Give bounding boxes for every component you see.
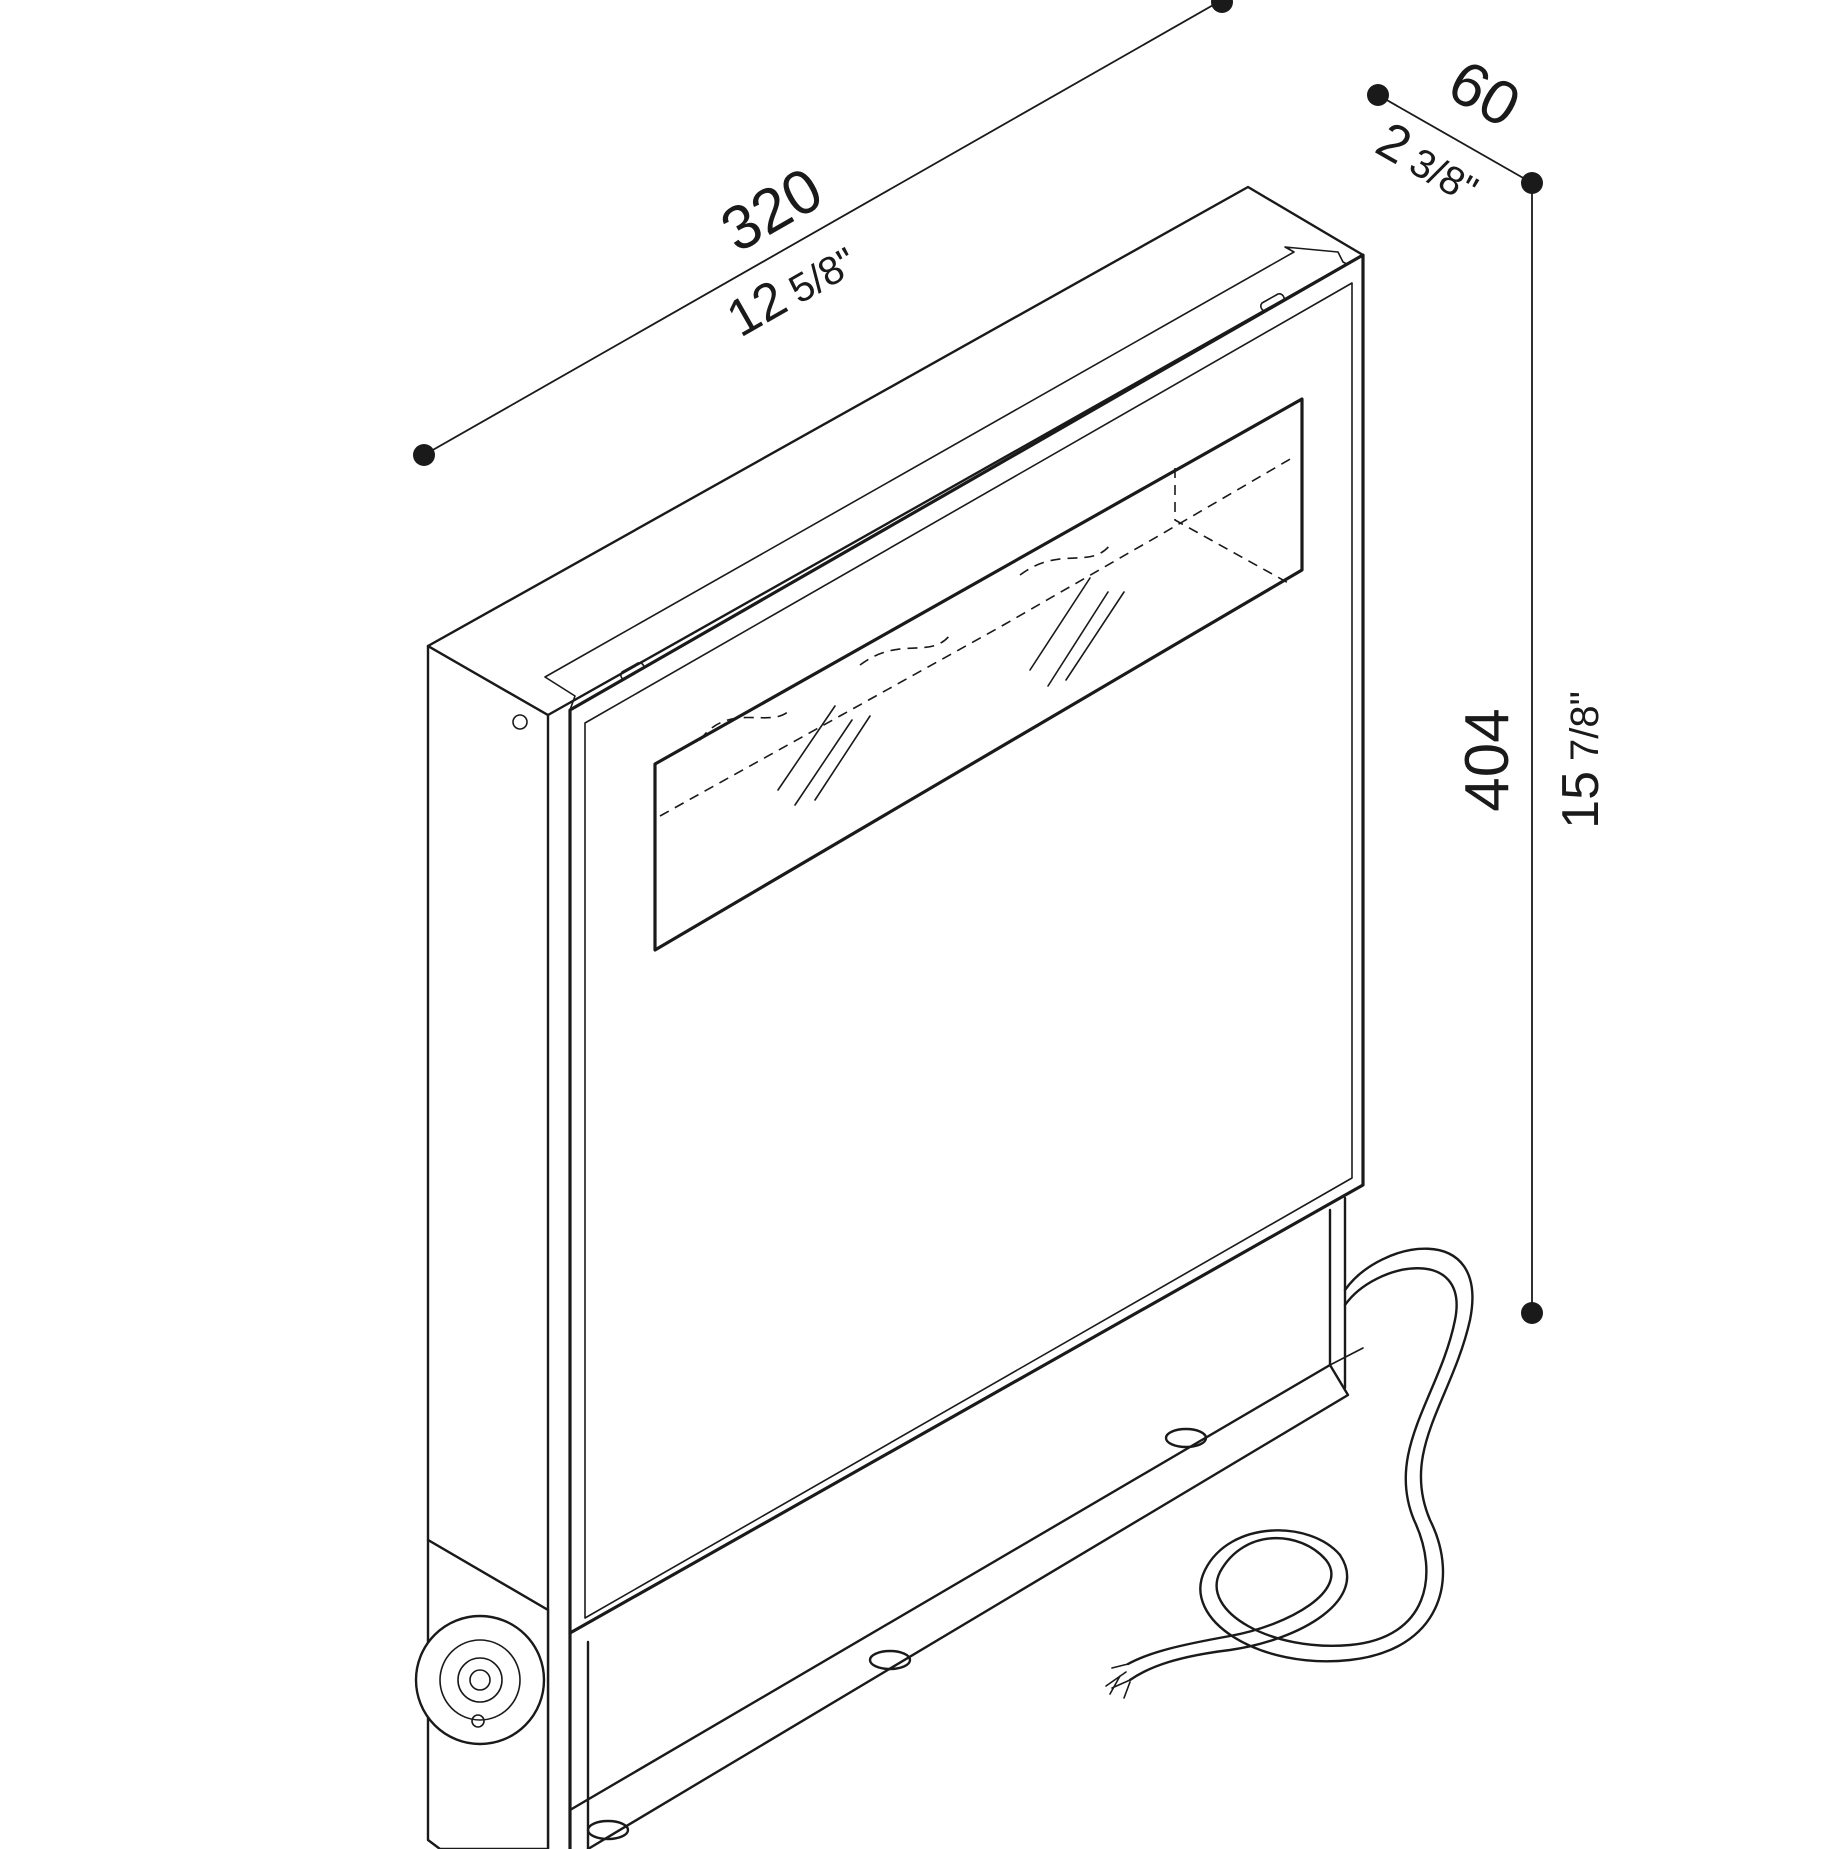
height-dimension-line: [1521, 183, 1543, 1324]
width-imperial-fraction-label: 5/8": [782, 239, 864, 312]
height-imperial-whole-label: 15: [1552, 771, 1610, 829]
svg-text:23/8": 23/8": [1367, 111, 1490, 215]
width-metric-label: 320: [710, 155, 834, 266]
bracket-bolt-icon: [1164, 1427, 1208, 1449]
housing-side-panel: [426, 644, 550, 1612]
width-dimension-line: [413, 0, 1233, 466]
pivot-knob-icon: [414, 1614, 546, 1746]
depth-imperial-fraction-label: 3/8": [1402, 140, 1484, 213]
housing-front-face: [568, 253, 1365, 1635]
side-screw-icon: [512, 714, 528, 730]
front-window: [653, 397, 1304, 952]
bracket-bolt-icon: [868, 1649, 912, 1671]
power-cable-icon: [1105, 1247, 1474, 1699]
depth-metric-label: 60: [1437, 47, 1531, 141]
depth-dimension-line: [1367, 84, 1543, 194]
bracket-bolt-icon: [586, 1819, 630, 1841]
height-metric-label: 404: [1453, 708, 1522, 811]
svg-text:157/8": 15 7/8": [1552, 691, 1610, 829]
height-imperial-fraction-label: 7/8": [1563, 691, 1607, 761]
